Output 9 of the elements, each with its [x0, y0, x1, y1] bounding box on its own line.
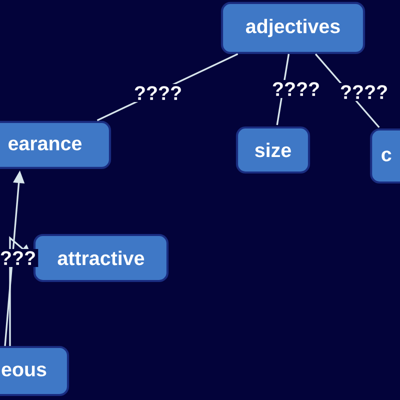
concept-box: adjectives	[220, 2, 366, 54]
edge-label: ????	[132, 84, 184, 102]
edge-label: ???	[0, 249, 38, 267]
edge-label: ????	[270, 80, 322, 98]
concept-box: eous	[0, 346, 70, 396]
concept-box: size	[236, 126, 310, 174]
edge-label: ????	[338, 83, 390, 101]
concept-box: c	[370, 128, 400, 184]
concept-box: earance	[0, 120, 112, 170]
